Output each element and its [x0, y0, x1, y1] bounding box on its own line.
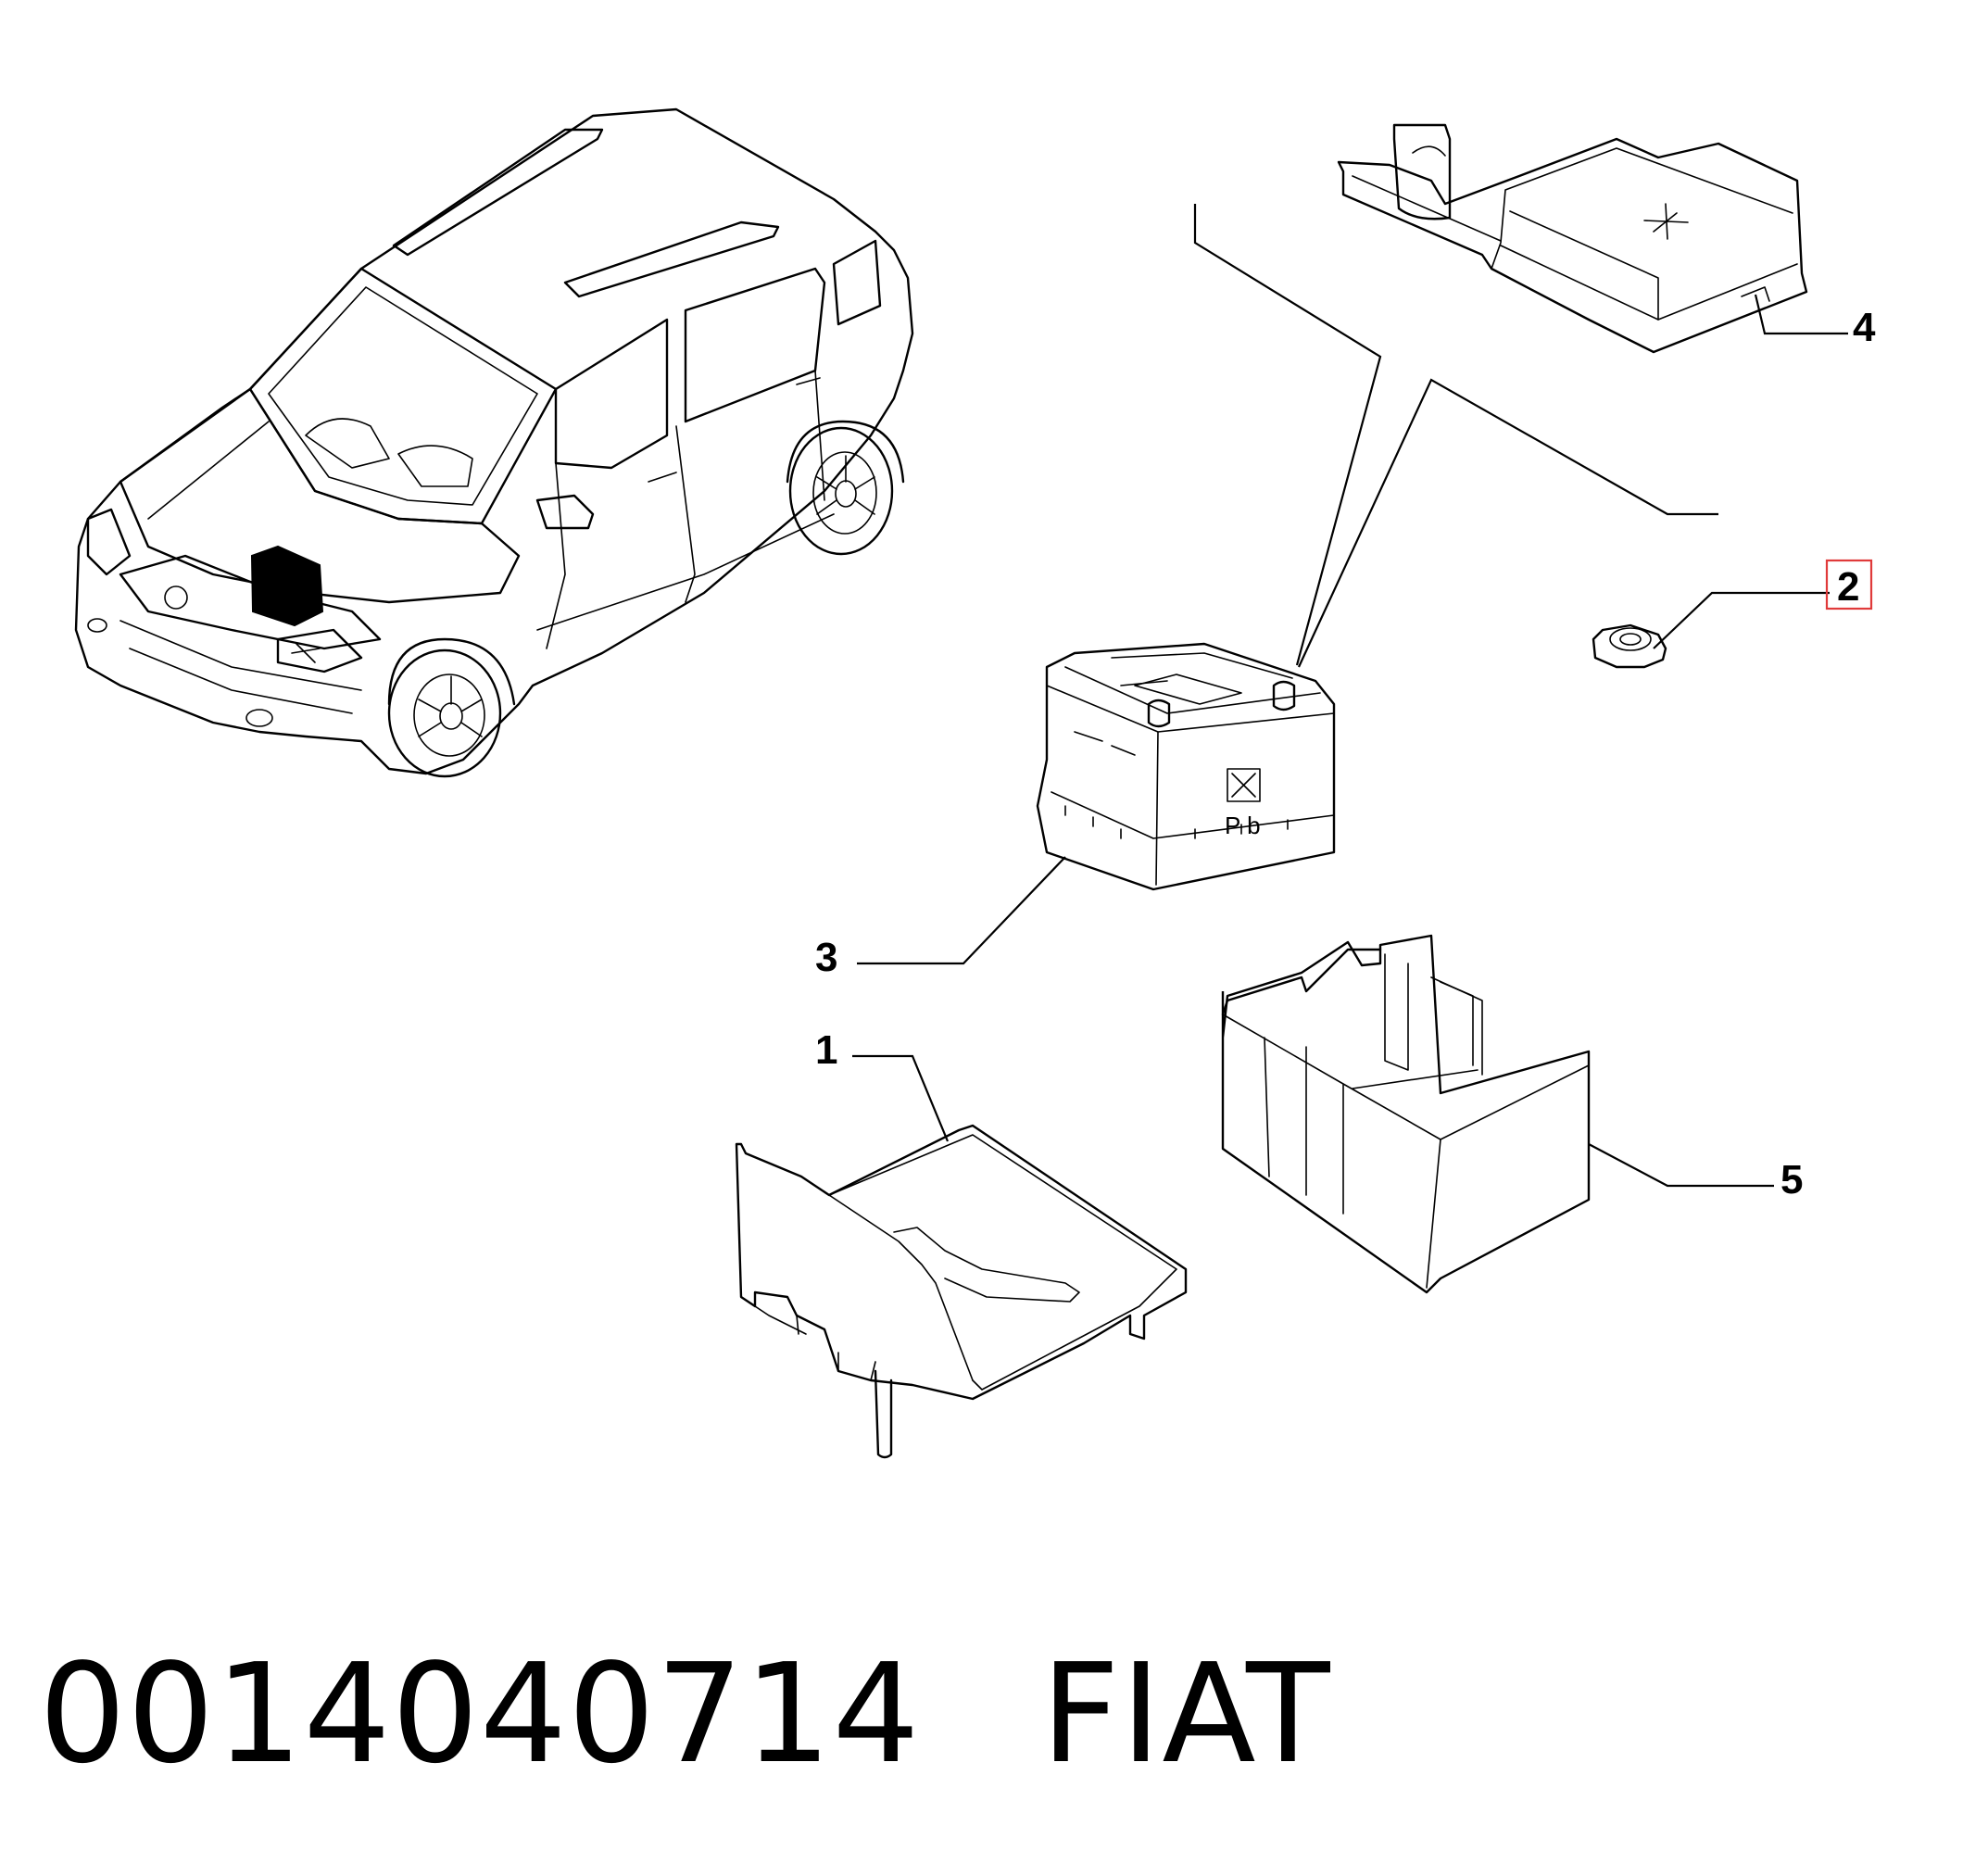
callout-label-4: 4 — [1853, 305, 1876, 350]
callout-label-3: 3 — [815, 935, 837, 980]
callout-label-5: 5 — [1780, 1157, 1803, 1202]
part-caption: 0014040714 FIAT — [39, 1640, 1331, 1788]
vehicle-illustration — [74, 107, 914, 778]
svg-text:P b: P b — [1225, 812, 1261, 839]
callout-labels: 1 2 3 4 5 — [815, 305, 1876, 1202]
part-1-battery-tray — [735, 1124, 1188, 1459]
battery-location-marker — [250, 545, 324, 627]
assembly-bracket-lines — [1193, 204, 1718, 668]
part-5-battery-box — [1221, 934, 1591, 1294]
callout-highlight-2 — [1825, 559, 1873, 611]
callout-label-2: 2 — [1837, 564, 1859, 610]
part-3-battery: P b — [1036, 642, 1336, 891]
rear-wheel — [786, 420, 905, 556]
part-4-terminal-cover — [1337, 123, 1808, 354]
part-number: 0014040714 — [39, 1634, 921, 1794]
brand-name: FIAT — [1040, 1634, 1331, 1794]
callout-label-1: 1 — [815, 1027, 837, 1073]
part-2-nut — [1592, 623, 1667, 669]
front-wheel — [387, 637, 516, 778]
